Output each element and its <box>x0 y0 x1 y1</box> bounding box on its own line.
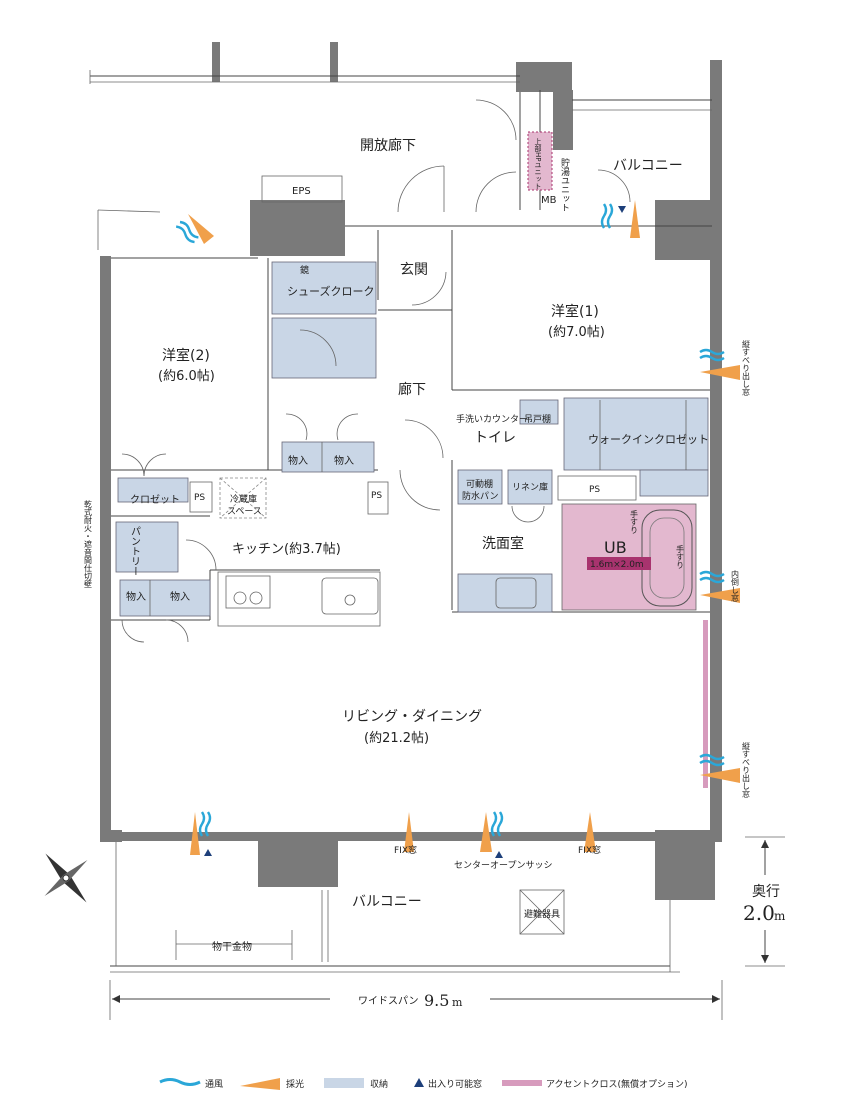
ps-boxes <box>189 475 637 519</box>
label-handrail1: 手すり <box>630 509 639 534</box>
label-handwash: 手洗いカウンター <box>456 413 528 425</box>
door-swings <box>121 99 631 643</box>
label-storage4: 物入 <box>170 590 190 603</box>
label-pantry: パントリー <box>129 526 141 576</box>
span-dimension <box>109 980 723 1020</box>
washbasin <box>495 577 537 609</box>
label-emergency: 避難器具 <box>524 908 560 920</box>
label-storage2: 物入 <box>334 454 354 467</box>
balcony-rails <box>110 842 680 973</box>
legend <box>159 1078 542 1090</box>
label-entrance: 玄関 <box>400 261 428 278</box>
label-western2: 洋室(2) <box>162 347 210 364</box>
legend-accent-cross: アクセントクロス(無償オプション) <box>546 1078 688 1090</box>
label-hp-unit: 上部HPユニット <box>534 137 542 189</box>
label-storage3: 物入 <box>126 590 146 603</box>
label-movable-shelf: 可動棚 <box>466 478 493 490</box>
label-window-slide2: 縦すべり出し窓 <box>742 741 751 798</box>
label-walkin: ウォークインクロゼット <box>588 433 709 446</box>
label-ps2: PS <box>371 491 382 501</box>
kitchen-sink <box>321 577 379 615</box>
label-kitchen: キッチン(約3.7帖) <box>232 542 341 557</box>
hp-unit-box <box>527 131 553 191</box>
label-western1-size: (約7.0帖) <box>548 325 605 340</box>
label-shoe-closet: シューズクローク <box>287 284 374 298</box>
label-ub: UB <box>604 538 627 557</box>
legend-entry-icon <box>414 1078 424 1087</box>
label-corridor-open: 開放廊下 <box>360 137 416 154</box>
legend-ventilation: 通風 <box>205 1079 223 1090</box>
label-ps3: PS <box>589 485 600 495</box>
span-value: 9.5 <box>424 991 449 1010</box>
label-fix-window1: FIX窓 <box>394 844 417 856</box>
label-closet: クロゼット <box>130 494 180 506</box>
label-ub-size: 1.6m×2.0m <box>590 560 644 570</box>
depth-label: 奥行 <box>752 883 780 900</box>
depth-dimension <box>745 836 785 967</box>
label-ps1: PS <box>194 493 205 503</box>
legend-wind-swatch <box>159 1078 201 1086</box>
label-living-size: (約21.2帖) <box>364 731 429 746</box>
stove <box>225 575 271 609</box>
legend-storage: 収納 <box>370 1078 388 1090</box>
label-washroom: 洗面室 <box>482 535 524 552</box>
burner-right <box>249 591 263 605</box>
burner-left <box>233 591 247 605</box>
label-side-wall: 乾式耐火・遮音間仕切壁 <box>84 499 93 588</box>
compass-icon <box>44 853 88 903</box>
label-eps: EPS <box>292 186 311 197</box>
eps-box <box>261 175 343 203</box>
label-hanging-shelf: 吊戸棚 <box>524 413 551 425</box>
label-balcony-bottom: バルコニー <box>352 894 422 910</box>
storage-areas <box>115 261 709 617</box>
entry-window-markers <box>204 206 626 858</box>
label-mb: MB <box>541 195 557 206</box>
label-fix-window2: FIX窓 <box>578 844 601 856</box>
label-toilet: トイレ <box>474 430 516 446</box>
label-window-inward: 内倒し窓 <box>731 569 740 602</box>
legend-light-swatch <box>240 1078 280 1090</box>
label-living: リビング・ダイニング <box>342 709 482 725</box>
legend-entry-window: 出入り可能窓 <box>428 1078 482 1090</box>
depth-value: 2.0 <box>743 901 775 925</box>
label-mirror: 鏡 <box>300 264 309 276</box>
label-clothes-dryer: 物干金物 <box>212 940 252 953</box>
label-window-slide1: 縦すべり出し窓 <box>742 339 751 396</box>
legend-accent-swatch <box>502 1080 542 1086</box>
label-linen: リネン庫 <box>512 481 548 493</box>
label-handrail2: 手すり <box>676 544 685 569</box>
accent-cross-wall <box>703 620 708 788</box>
label-waterproof-pan: 防水パン <box>462 490 498 502</box>
label-western2-size: (約6.0帖) <box>158 369 215 384</box>
span-unit: m <box>452 996 463 1009</box>
label-western1: 洋室(1) <box>551 303 599 320</box>
kitchen-counter <box>217 571 381 627</box>
sink-drain <box>344 594 356 606</box>
label-hallway: 廊下 <box>398 381 426 398</box>
label-fridge: 冷蔵庫 <box>230 493 257 505</box>
depth-unit: m <box>774 909 786 923</box>
exterior-walls <box>90 42 722 900</box>
sun-markers <box>188 200 740 855</box>
span-label: ワイドスパン <box>358 995 419 1007</box>
legend-storage-swatch <box>324 1078 364 1088</box>
ub-size-badge <box>587 557 651 570</box>
label-storage1: 物入 <box>288 454 308 467</box>
label-center-open: センターオープンサッシ <box>454 860 552 871</box>
label-water-heater: 貯湯ユニット <box>559 158 570 212</box>
label-balcony-top: バルコニー <box>613 158 683 174</box>
label-fridge-space: スペース <box>227 507 262 517</box>
legend-daylight: 採光 <box>286 1078 304 1090</box>
